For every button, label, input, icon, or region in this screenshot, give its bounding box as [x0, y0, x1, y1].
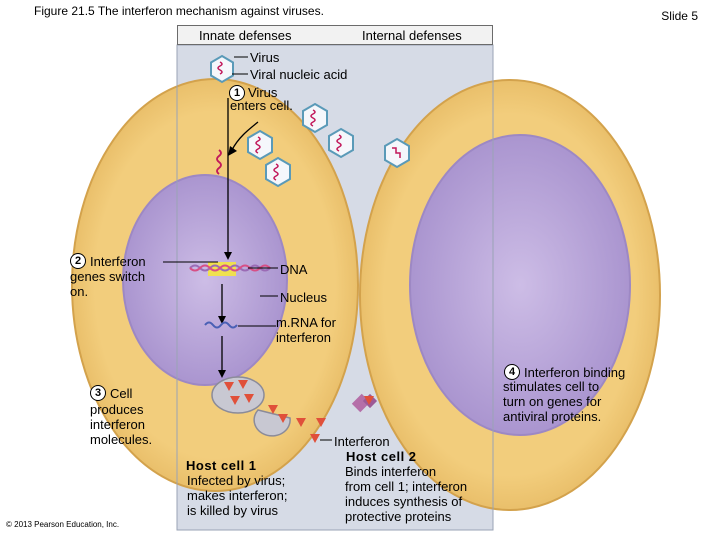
virus-hexagon-icon	[210, 54, 234, 84]
figure-title: Figure 21.5 The interferon mechanism aga…	[34, 4, 324, 18]
mrna-strand	[204, 321, 238, 329]
interferon-triangle-icon	[238, 380, 248, 389]
step-3-text: produces interferon molecules.	[90, 402, 153, 447]
interferon-triangle-icon	[244, 394, 254, 403]
interferon-triangle-icon	[230, 396, 240, 405]
mrna-label: m.RNA for interferon	[276, 315, 336, 345]
vesicle	[211, 376, 265, 414]
step-1-text: Virus enters cell.	[230, 85, 293, 113]
interferon-triangle-icon	[310, 434, 320, 443]
host-cell-1-description: Infected by virus; makes interferon; is …	[187, 473, 288, 518]
interferon-label: Interferon	[334, 434, 390, 449]
host-cell-2-title: Host cell 2	[346, 449, 417, 464]
innate-defenses-label: Innate defenses	[199, 28, 292, 43]
step-4-title: Interferon binding	[524, 365, 626, 380]
virus-hexagon-icon	[302, 102, 328, 134]
step-1-number: 1	[229, 85, 245, 101]
nucleus-label: Nucleus	[280, 290, 327, 305]
defenses-header-bar	[177, 25, 493, 45]
step-4-number: 4	[504, 364, 520, 380]
host-cell-2	[359, 79, 661, 511]
host-cell-2-description: Binds interferon from cell 1; interferon…	[345, 464, 468, 524]
receptor-icon	[351, 393, 378, 413]
virus-hexagon-icon	[247, 129, 273, 161]
dna-label: DNA	[280, 262, 308, 277]
interferon-triangle-icon	[268, 405, 278, 414]
step-2-title: Interferon	[90, 254, 146, 269]
step-4-text: stimulates cell to turn on genes for ant…	[503, 379, 602, 424]
virus-label: Virus	[250, 50, 280, 65]
entry-arrow	[231, 121, 259, 151]
viral-nucleic-acid-label: Viral nucleic acid	[250, 67, 348, 82]
interferon-triangle-icon	[278, 414, 288, 423]
virus-hexagon-icon	[384, 137, 410, 169]
interferon-triangle-icon	[224, 382, 234, 391]
copyright-notice: © 2013 Pearson Education, Inc.	[6, 520, 120, 529]
dna-helix-icon	[189, 264, 271, 272]
virus-hexagon-icon	[328, 127, 354, 159]
step-2-number: 2	[70, 253, 86, 269]
step-3-number: 3	[90, 385, 106, 401]
internal-defenses-label: Internal defenses	[362, 28, 462, 43]
viral-nucleic-acid	[216, 149, 222, 175]
interferon-triangle-icon	[316, 418, 326, 427]
slide-number: Slide 5	[661, 9, 698, 23]
host-cell-1-title: Host cell 1	[186, 458, 257, 473]
nucleus-2	[409, 134, 631, 436]
interferon-triangle-icon	[296, 418, 306, 427]
virus-hexagon-icon	[265, 156, 291, 188]
nucleus-1	[122, 174, 288, 386]
step-3-title: Cell	[110, 386, 133, 401]
step-2-text: genes switch on.	[70, 269, 146, 299]
